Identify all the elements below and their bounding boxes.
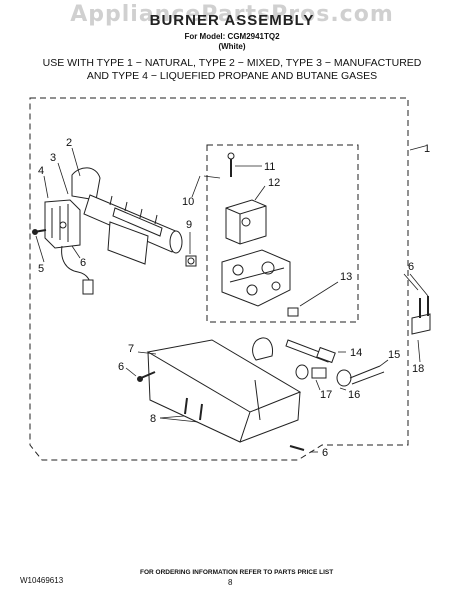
leader-lines <box>35 145 429 453</box>
screw-13 <box>287 307 299 317</box>
usage-note-line-1: USE WITH TYPE 1 − NATURAL, TYPE 2 − MIXE… <box>42 57 422 69</box>
callout-3: 3 <box>50 152 56 164</box>
callout-7: 7 <box>128 343 134 355</box>
model-color: (White) <box>218 42 246 51</box>
callout-6-wire: 6 <box>80 257 86 269</box>
page-number: 8 <box>228 578 233 587</box>
pipe-fittings <box>295 364 385 387</box>
callout-17: 17 <box>320 389 332 401</box>
burner-mount-bracket <box>146 337 302 443</box>
burner-tube <box>71 167 183 254</box>
callout-6-right: 6 <box>408 261 414 273</box>
callout-11: 11 <box>264 161 275 173</box>
callout-18: 18 <box>412 363 424 375</box>
clamp <box>411 296 431 335</box>
callout-2: 2 <box>66 137 72 149</box>
callout-1: 1 <box>424 143 430 155</box>
callout-5: 5 <box>38 263 44 275</box>
gas-valve <box>221 249 291 307</box>
screw-6-left <box>137 371 156 382</box>
screw-11 <box>227 152 235 177</box>
ordering-info: FOR ORDERING INFORMATION REFER TO PARTS … <box>140 569 334 576</box>
callout-16: 16 <box>348 389 360 401</box>
callout-12: 12 <box>268 177 280 189</box>
burner-bracket <box>44 199 81 249</box>
screw-5 <box>32 229 47 235</box>
screw-6-lower <box>289 445 305 451</box>
callout-6-left: 6 <box>118 361 124 373</box>
flame-sensor <box>285 339 336 364</box>
callout-8: 8 <box>150 413 156 425</box>
valve-coil <box>225 199 267 245</box>
callout-6-bottom: 6 <box>322 447 328 459</box>
igniter-bracket <box>107 221 149 265</box>
assembly-boundary <box>29 97 409 461</box>
page-title: BURNER ASSEMBLY <box>149 12 315 29</box>
callout-13: 13 <box>340 271 352 283</box>
callout-9: 9 <box>186 219 192 231</box>
screws-8 <box>184 397 203 421</box>
document-id: W10469613 <box>20 576 64 585</box>
callout-10: 10 <box>182 196 194 208</box>
model-number: For Model: CGM2941TQ2 <box>184 32 280 41</box>
callout-14: 14 <box>350 347 362 359</box>
gas-valve-boundary <box>206 144 359 323</box>
callout-4: 4 <box>38 165 44 177</box>
watermark: AppliancePartsPros.com <box>70 2 394 27</box>
wire-connector <box>82 279 94 295</box>
callout-15: 15 <box>388 349 400 361</box>
burner-orifice <box>185 255 197 267</box>
usage-note-line-2: AND TYPE 4 − LIQUEFIED PROPANE AND BUTAN… <box>86 70 378 82</box>
